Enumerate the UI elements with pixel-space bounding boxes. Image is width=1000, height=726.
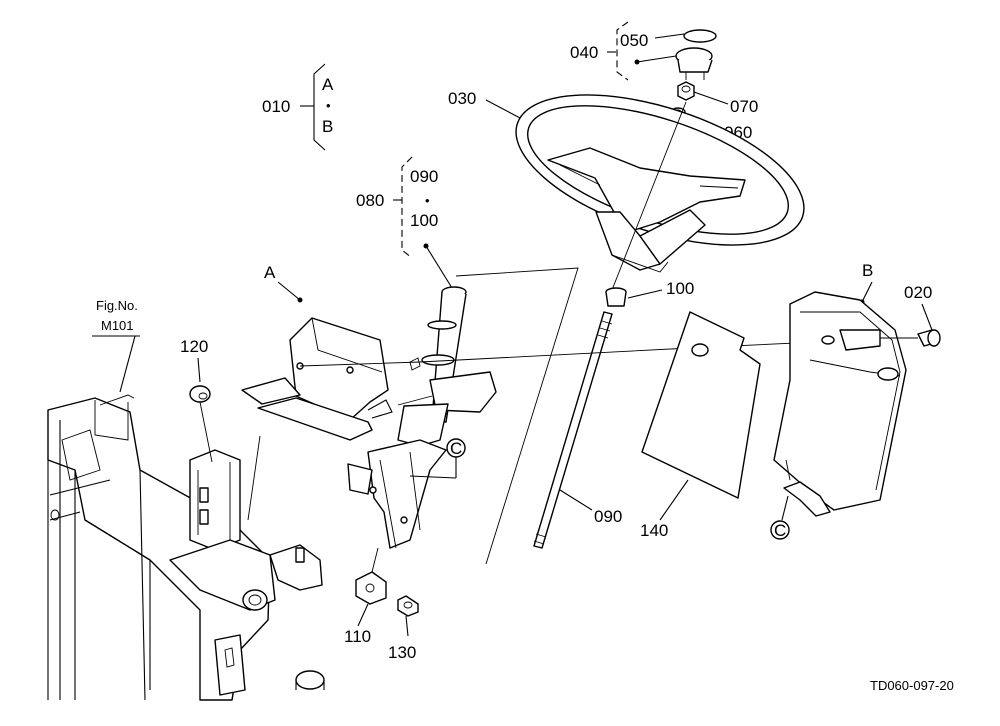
label-080-dot: •	[425, 193, 430, 208]
part-110-drawing: 110	[344, 547, 387, 646]
ref-b-letter: B	[862, 261, 873, 280]
part-010-callout: 010 A • B	[262, 63, 334, 151]
label-090: 090	[594, 507, 622, 526]
ref-a-letter: A	[264, 263, 276, 282]
shaft-reference-lines	[455, 267, 579, 565]
nut-070-drawing: 070	[677, 81, 758, 116]
label-080-090: 090	[410, 167, 438, 186]
steering-wheel-030-drawing: 030	[448, 89, 805, 273]
part-080-callout: 080 090 • 100	[356, 156, 453, 289]
label-140: 140	[640, 521, 668, 540]
label-120: 120	[180, 337, 208, 356]
label-030: 030	[448, 89, 476, 108]
assembly-axis-horizontal	[299, 339, 861, 367]
screw-020-drawing: 020	[880, 283, 941, 347]
label-100: 100	[666, 279, 694, 298]
steering-shaft-090-drawing: 090	[533, 311, 622, 549]
reference-c1: C	[409, 438, 466, 479]
label-010-b: B	[322, 117, 333, 136]
frame-leader-line	[247, 435, 261, 521]
label-050: 050	[620, 31, 648, 50]
drawing-code: TD060-097-20	[870, 678, 954, 693]
panel-140-drawing: 140	[640, 311, 761, 540]
tractor-frame-drawing	[47, 394, 325, 701]
fig-ref-line2: M101	[101, 318, 134, 333]
assembly-axis-line	[611, 101, 687, 291]
label-130: 130	[388, 643, 416, 662]
bolt-130-drawing: 130	[388, 595, 419, 662]
label-070: 070	[730, 97, 758, 116]
part-040-050-callout: 040 050	[570, 21, 685, 81]
label-080-100: 100	[410, 211, 438, 230]
figure-reference: Fig.No. M101	[92, 298, 140, 393]
steering-column-drawing	[347, 286, 497, 549]
label-010: 010	[262, 97, 290, 116]
ref-c1-letter: C	[450, 439, 462, 458]
cover-a-drawing: A	[241, 263, 421, 441]
reference-c2: C	[770, 495, 790, 540]
label-040: 040	[570, 43, 598, 62]
ref-c2-letter: C	[774, 521, 786, 540]
cover-b-drawing: B	[773, 261, 907, 517]
label-020: 020	[904, 283, 932, 302]
bushing-100-drawing: 100	[605, 279, 694, 307]
label-010-dot: •	[326, 98, 331, 113]
label-010-a: A	[322, 75, 334, 94]
label-080: 080	[356, 191, 384, 210]
label-110: 110	[344, 627, 371, 646]
horn-cap-drawing	[675, 29, 717, 80]
grommet-120-drawing: 120	[180, 337, 213, 463]
fig-ref-line1: Fig.No.	[96, 298, 138, 313]
